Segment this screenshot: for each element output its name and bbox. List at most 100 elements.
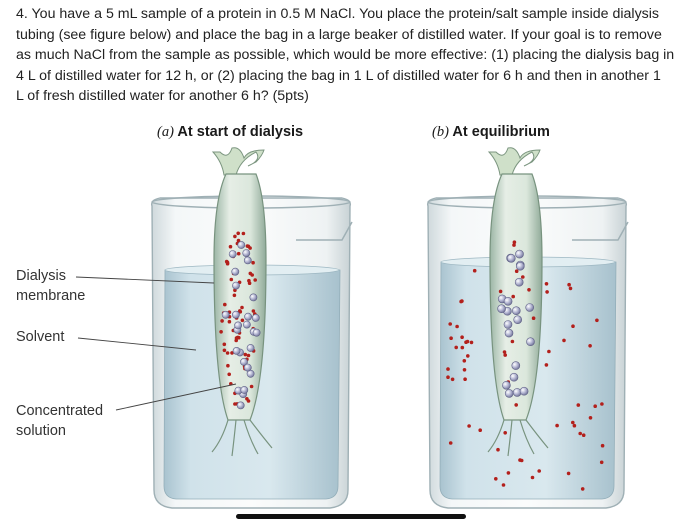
salt-particle bbox=[593, 404, 597, 409]
protein-particle bbox=[243, 363, 252, 372]
salt-particle bbox=[578, 431, 582, 436]
protein-particle bbox=[244, 312, 252, 321]
salt-particle bbox=[588, 344, 592, 348]
protein-particle bbox=[519, 386, 529, 396]
salt-particle bbox=[531, 316, 536, 321]
question-line: tubing (see figure below) and place the … bbox=[16, 26, 662, 43]
protein-particle bbox=[221, 310, 230, 319]
salt-particle bbox=[514, 403, 518, 407]
salt-particle bbox=[459, 299, 463, 304]
protein-particle bbox=[231, 267, 240, 276]
label-solvent: Solvent bbox=[16, 327, 64, 347]
question-line: as much NaCl from the sample as possible… bbox=[16, 47, 675, 63]
label-line: Dialysis bbox=[16, 268, 66, 284]
protein-particle bbox=[511, 361, 521, 370]
protein-particle bbox=[232, 346, 241, 355]
protein-particle bbox=[240, 357, 248, 366]
panel-a-title: (a) At start of dialysis bbox=[157, 124, 303, 141]
protein-particle bbox=[515, 249, 524, 259]
salt-particle bbox=[555, 423, 559, 428]
label-concentrated-solution: Concentrated solution bbox=[16, 401, 103, 441]
salt-particle bbox=[238, 309, 242, 313]
salt-particle bbox=[248, 246, 252, 250]
protein-particle bbox=[252, 328, 261, 337]
salt-particle bbox=[588, 416, 593, 420]
label-line: Solvent bbox=[16, 329, 65, 345]
salt-particle bbox=[545, 290, 549, 294]
salt-particle bbox=[237, 335, 241, 340]
salt-particle bbox=[462, 368, 467, 372]
salt-particle bbox=[576, 403, 581, 407]
protein-particle bbox=[246, 344, 255, 352]
salt-particle bbox=[448, 322, 453, 326]
protein-particle bbox=[234, 321, 242, 330]
salt-particle bbox=[568, 286, 573, 291]
salt-particle bbox=[236, 251, 241, 256]
salt-particle bbox=[228, 244, 233, 249]
protein-particle bbox=[243, 256, 252, 265]
protein-particle bbox=[231, 310, 240, 319]
salt-particle bbox=[460, 335, 464, 340]
salt-particle bbox=[220, 319, 224, 323]
salt-particle bbox=[219, 330, 223, 334]
salt-particle bbox=[248, 271, 253, 276]
question-text: 4. You have a 5 mL sample of a protein i… bbox=[16, 4, 688, 107]
salt-particle bbox=[595, 318, 599, 323]
salt-particle bbox=[566, 471, 571, 476]
salt-particle bbox=[547, 349, 551, 354]
salt-particle bbox=[530, 475, 535, 480]
salt-particle bbox=[227, 319, 232, 324]
salt-particle bbox=[455, 324, 459, 329]
salt-particle bbox=[521, 275, 525, 279]
label-line: Concentrated bbox=[16, 403, 104, 419]
salt-particle bbox=[466, 354, 470, 358]
salt-particle bbox=[249, 384, 254, 389]
protein-particle bbox=[249, 293, 258, 302]
salt-particle bbox=[232, 293, 237, 298]
label-line: membrane bbox=[16, 288, 86, 304]
panel-a-letter: (a) bbox=[157, 124, 174, 140]
salt-particle bbox=[240, 318, 245, 323]
protein-particle bbox=[511, 306, 521, 316]
protein-particle bbox=[497, 304, 506, 314]
protein-particle bbox=[509, 372, 519, 382]
salt-particle bbox=[462, 359, 467, 363]
dialysis-bag-a bbox=[211, 147, 273, 457]
protein-particle bbox=[503, 296, 513, 306]
dialysis-bag-b bbox=[487, 147, 549, 457]
salt-particle bbox=[226, 363, 230, 368]
question-line: 4 L of distilled water for 12 h, or (2) … bbox=[16, 67, 661, 84]
salt-particle bbox=[251, 309, 256, 313]
salt-particle bbox=[567, 282, 571, 287]
salt-particle bbox=[467, 424, 471, 428]
salt-particle bbox=[511, 294, 515, 299]
salt-particle bbox=[537, 469, 541, 473]
salt-particle bbox=[241, 231, 246, 236]
question-line: L of fresh distilled water for another 6… bbox=[16, 88, 309, 104]
salt-particle bbox=[572, 423, 577, 428]
protein-particle bbox=[236, 401, 245, 410]
salt-particle bbox=[503, 431, 508, 435]
salt-particle bbox=[448, 441, 453, 445]
salt-particle bbox=[253, 278, 257, 282]
salt-particle bbox=[245, 397, 249, 401]
salt-particle bbox=[236, 238, 241, 243]
salt-particle bbox=[506, 471, 511, 475]
salt-particle bbox=[222, 342, 227, 347]
salt-particle bbox=[571, 324, 575, 329]
protein-particle bbox=[502, 380, 511, 390]
protein-particle bbox=[242, 249, 251, 257]
panel-b-title: (b) At equilibrium bbox=[432, 124, 550, 141]
salt-particle bbox=[469, 340, 474, 345]
protein-particle bbox=[506, 253, 516, 263]
home-indicator bbox=[236, 514, 466, 519]
salt-particle bbox=[446, 375, 450, 380]
salt-particle bbox=[571, 420, 575, 425]
salt-particle bbox=[240, 305, 244, 310]
panel-a-title-text: At start of dialysis bbox=[177, 124, 304, 140]
salt-particle bbox=[600, 443, 605, 448]
panel-b-title-text: At equilibrium bbox=[452, 124, 550, 140]
protein-particle bbox=[232, 281, 240, 290]
salt-particle bbox=[223, 302, 227, 307]
